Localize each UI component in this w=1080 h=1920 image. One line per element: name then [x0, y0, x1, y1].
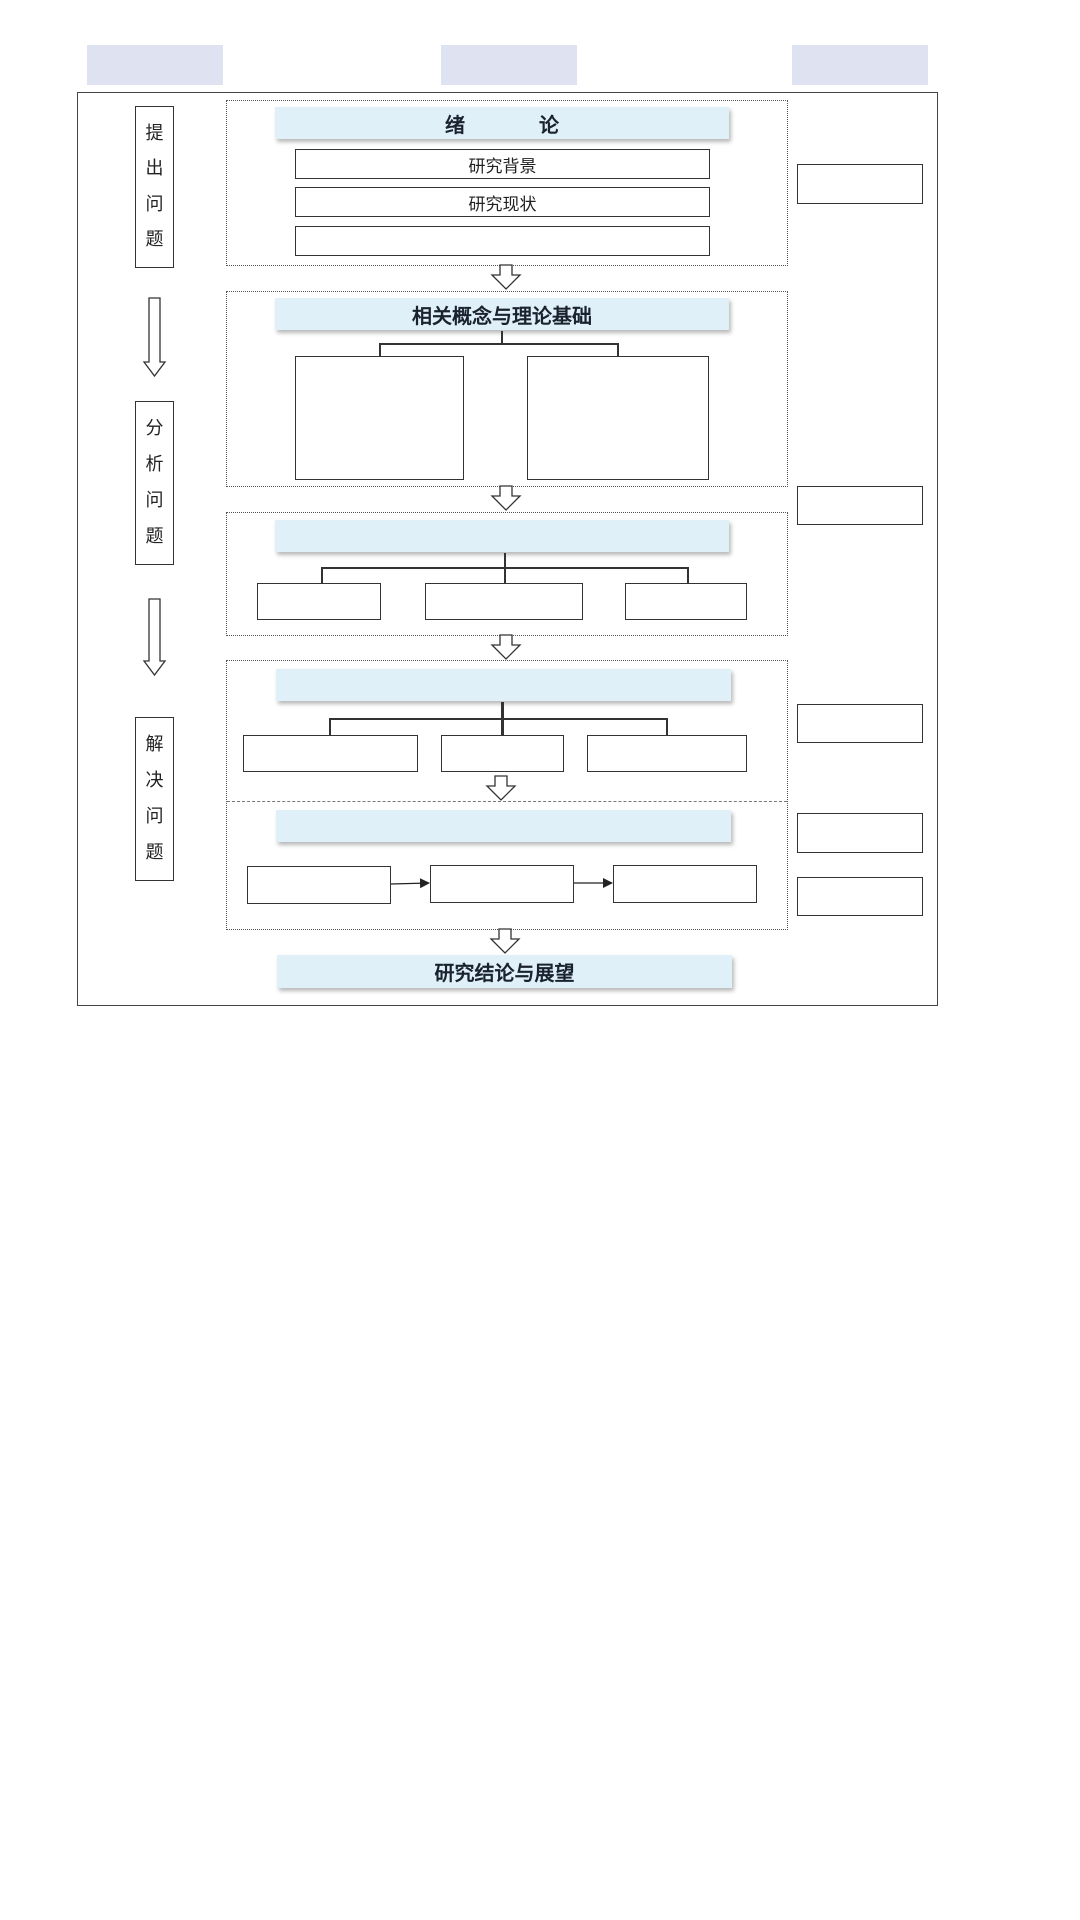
phase-char: 析 [145, 454, 164, 475]
flow-down-arrow-icon [490, 634, 522, 660]
phase-label-solve-problem: 解 决 问 题 [135, 717, 174, 881]
connector [379, 343, 381, 356]
connector [501, 331, 503, 344]
section-divider [227, 801, 787, 802]
phase-char: 题 [145, 526, 164, 547]
diagram-frame [77, 92, 938, 1006]
connector [504, 553, 506, 584]
phase-char: 问 [145, 193, 164, 215]
side-box [797, 877, 923, 916]
flow-down-arrow-icon [490, 264, 522, 290]
phase-down-arrow-icon [142, 598, 167, 677]
process-step-box [613, 865, 757, 903]
side-box [797, 813, 923, 853]
solution-item-box [441, 735, 564, 772]
flow-down-arrow-icon [490, 485, 522, 511]
flow-down-arrow-icon [489, 928, 521, 954]
connector [617, 343, 619, 356]
connector [329, 718, 331, 735]
phase-char: 问 [145, 490, 164, 511]
connector [321, 567, 323, 583]
connector [321, 567, 688, 569]
analysis-item-box [425, 583, 583, 620]
step-arrow-icon [390, 878, 430, 889]
solution-item-box [243, 735, 418, 772]
side-box [797, 486, 923, 525]
phase-char: 解 [145, 734, 164, 755]
connector [687, 567, 689, 583]
phase-label-analyze-problem: 分 析 问 题 [135, 401, 174, 565]
phase-char: 问 [145, 806, 164, 827]
analysis-item-box [257, 583, 381, 620]
phase-label-raise-problem: 提 出 问 题 [135, 106, 174, 268]
intro-item-status: 研究现状 [295, 187, 710, 217]
section-theory-title: 相关概念与理论基础 [275, 298, 729, 330]
theory-item-box [527, 356, 709, 480]
header-box-center [441, 45, 577, 85]
section-conclusion-title: 研究结论与展望 [277, 955, 732, 988]
intro-item-background: 研究背景 [295, 149, 710, 179]
process-step-box [247, 866, 391, 904]
theory-item-box [295, 356, 464, 480]
phase-char: 题 [145, 842, 164, 863]
connector [379, 343, 618, 345]
header-box-left [87, 45, 223, 85]
phase-down-arrow-icon [142, 297, 167, 378]
section-intro-title: 绪 论 [275, 107, 729, 139]
phase-char: 分 [145, 418, 164, 439]
intro-item-empty [295, 226, 710, 256]
flow-down-arrow-icon [485, 775, 517, 801]
phase-char: 决 [145, 770, 164, 791]
phase-char: 出 [145, 158, 164, 180]
section-process-title [276, 810, 731, 842]
section-solution-title [276, 669, 731, 701]
side-box [797, 704, 923, 743]
solution-item-box [587, 735, 747, 772]
phase-char: 提 [145, 122, 164, 144]
connector [329, 718, 667, 720]
side-box [797, 164, 923, 204]
header-box-right [792, 45, 928, 85]
process-step-box [430, 865, 574, 903]
section-analysis-title [275, 520, 729, 552]
phase-char: 题 [145, 229, 164, 251]
connector [666, 718, 668, 735]
analysis-item-box [625, 583, 747, 620]
